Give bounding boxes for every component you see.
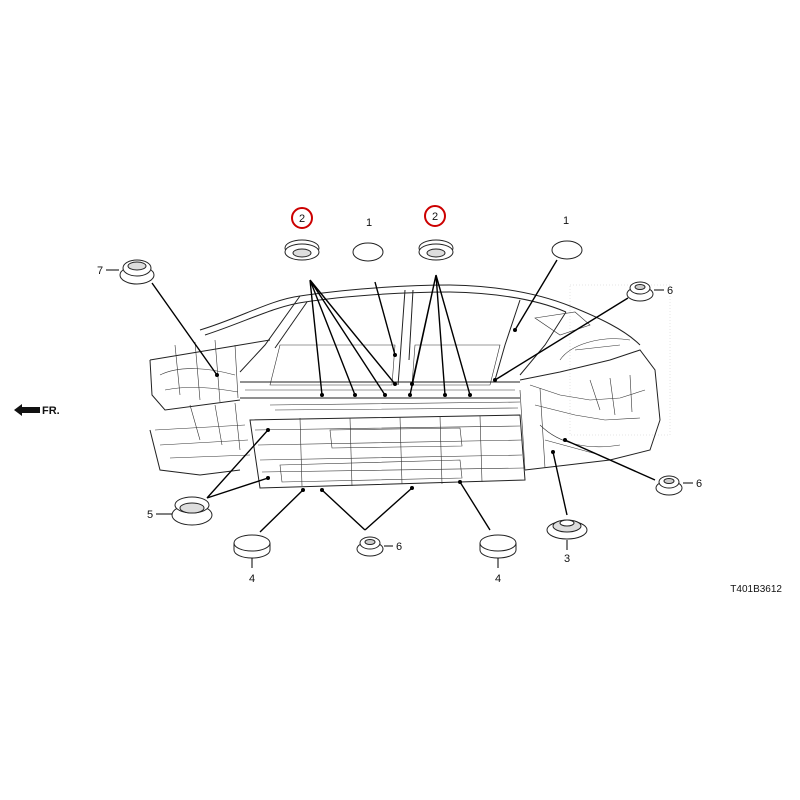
grommet-7 (119, 259, 155, 285)
grommet-6-top (626, 281, 654, 302)
front-label: FR. (42, 405, 60, 417)
callout-1-left[interactable]: 1 (366, 217, 372, 229)
front-direction-indicator: FR. (14, 404, 60, 417)
callout-number: 2 (299, 213, 305, 225)
plug-1-left (352, 242, 384, 262)
plug-4-left (233, 534, 271, 559)
grommet-5 (171, 496, 213, 526)
callout-number: 4 (249, 573, 255, 585)
callout-number: 2 (432, 211, 438, 223)
callout-1-right[interactable]: 1 (563, 215, 569, 227)
callout-number: 7 (97, 265, 103, 277)
callout-number: 3 (564, 553, 570, 565)
callout-7[interactable]: 7 (97, 265, 119, 277)
plug-1-right (551, 240, 583, 260)
callout-number: 4 (495, 573, 501, 585)
car-body-outline (149, 284, 661, 489)
callout-6-center[interactable]: 6 (384, 541, 402, 553)
callout-number: 6 (396, 541, 402, 553)
grommet-3 (546, 519, 588, 540)
callout-4-right[interactable]: 4 (495, 558, 501, 585)
highlight-circle (424, 205, 446, 227)
callout-number: 5 (147, 509, 153, 521)
callout-4-left[interactable]: 4 (249, 558, 255, 585)
grommet-2-left (284, 239, 320, 261)
callout-3[interactable]: 3 (564, 540, 570, 565)
watermark-pattern (569, 284, 671, 436)
callout-5[interactable]: 5 (147, 509, 172, 521)
grommet-6-center (356, 536, 384, 557)
diagram-code: T401B3612 (730, 584, 782, 595)
callout-2-left[interactable]: 2 (291, 207, 313, 229)
leader-lines (151, 259, 656, 533)
attachment-points (215, 328, 567, 492)
plug-4-right (479, 534, 517, 559)
callout-number: 6 (696, 478, 702, 490)
grommet-2-right (418, 239, 454, 261)
callout-6-right[interactable]: 6 (683, 478, 702, 490)
front-arrow-icon (14, 404, 40, 416)
grommet-6-right (655, 475, 683, 496)
callout-2-right[interactable]: 2 (424, 205, 446, 227)
callout-number: 6 (667, 285, 673, 297)
callout-number: 1 (563, 215, 569, 227)
callout-6-top[interactable]: 6 (654, 285, 673, 297)
highlight-circle (291, 207, 313, 229)
callout-number: 1 (366, 217, 372, 229)
